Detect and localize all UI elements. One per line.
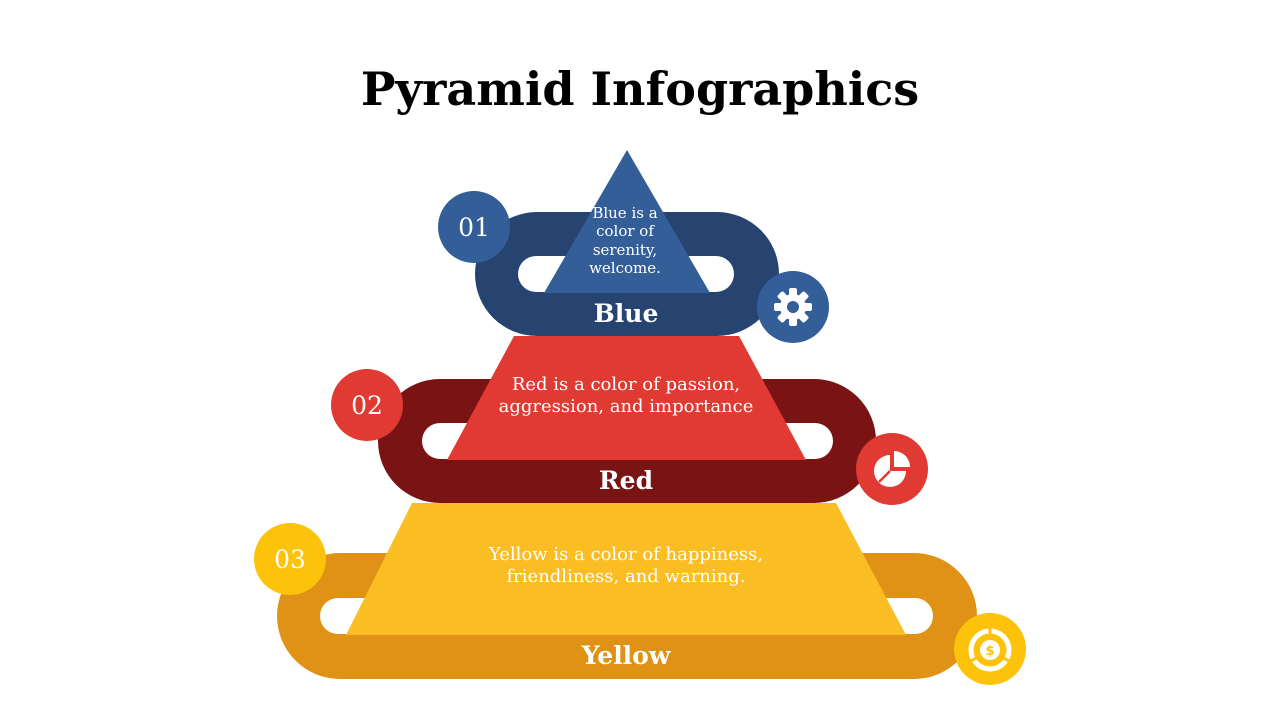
level-blue [475, 150, 779, 336]
svg-text:$: $ [985, 644, 994, 659]
pie-badge [856, 433, 928, 505]
level-yellow-description: Yellow is a color of happiness, friendli… [488, 544, 764, 587]
level-red-label: Red [598, 466, 654, 495]
number-badge-02: 02 [331, 369, 403, 441]
level-blue-description: Blue is a color of serenity, welcome. [589, 204, 661, 277]
level-red [378, 336, 876, 503]
level-yellow-label: Yellow [581, 641, 671, 670]
page-title: Pyramid Infographics [360, 62, 920, 116]
level-yellow [277, 503, 977, 679]
pie-chart-icon [874, 451, 910, 487]
gear-icon [774, 288, 812, 326]
triangle-red [447, 336, 806, 460]
number-badge-03: 03 [254, 523, 326, 595]
money-chart-icon: $ [968, 628, 1012, 672]
number-badge-01: 01 [438, 191, 510, 263]
gear-badge [757, 271, 829, 343]
level-red-description: Red is a color of passion, aggression, a… [498, 374, 754, 417]
triangle-blue [544, 150, 710, 293]
money-badge: $ [954, 613, 1026, 685]
triangle-yellow [346, 503, 906, 635]
level-blue-label: Blue [593, 299, 659, 328]
